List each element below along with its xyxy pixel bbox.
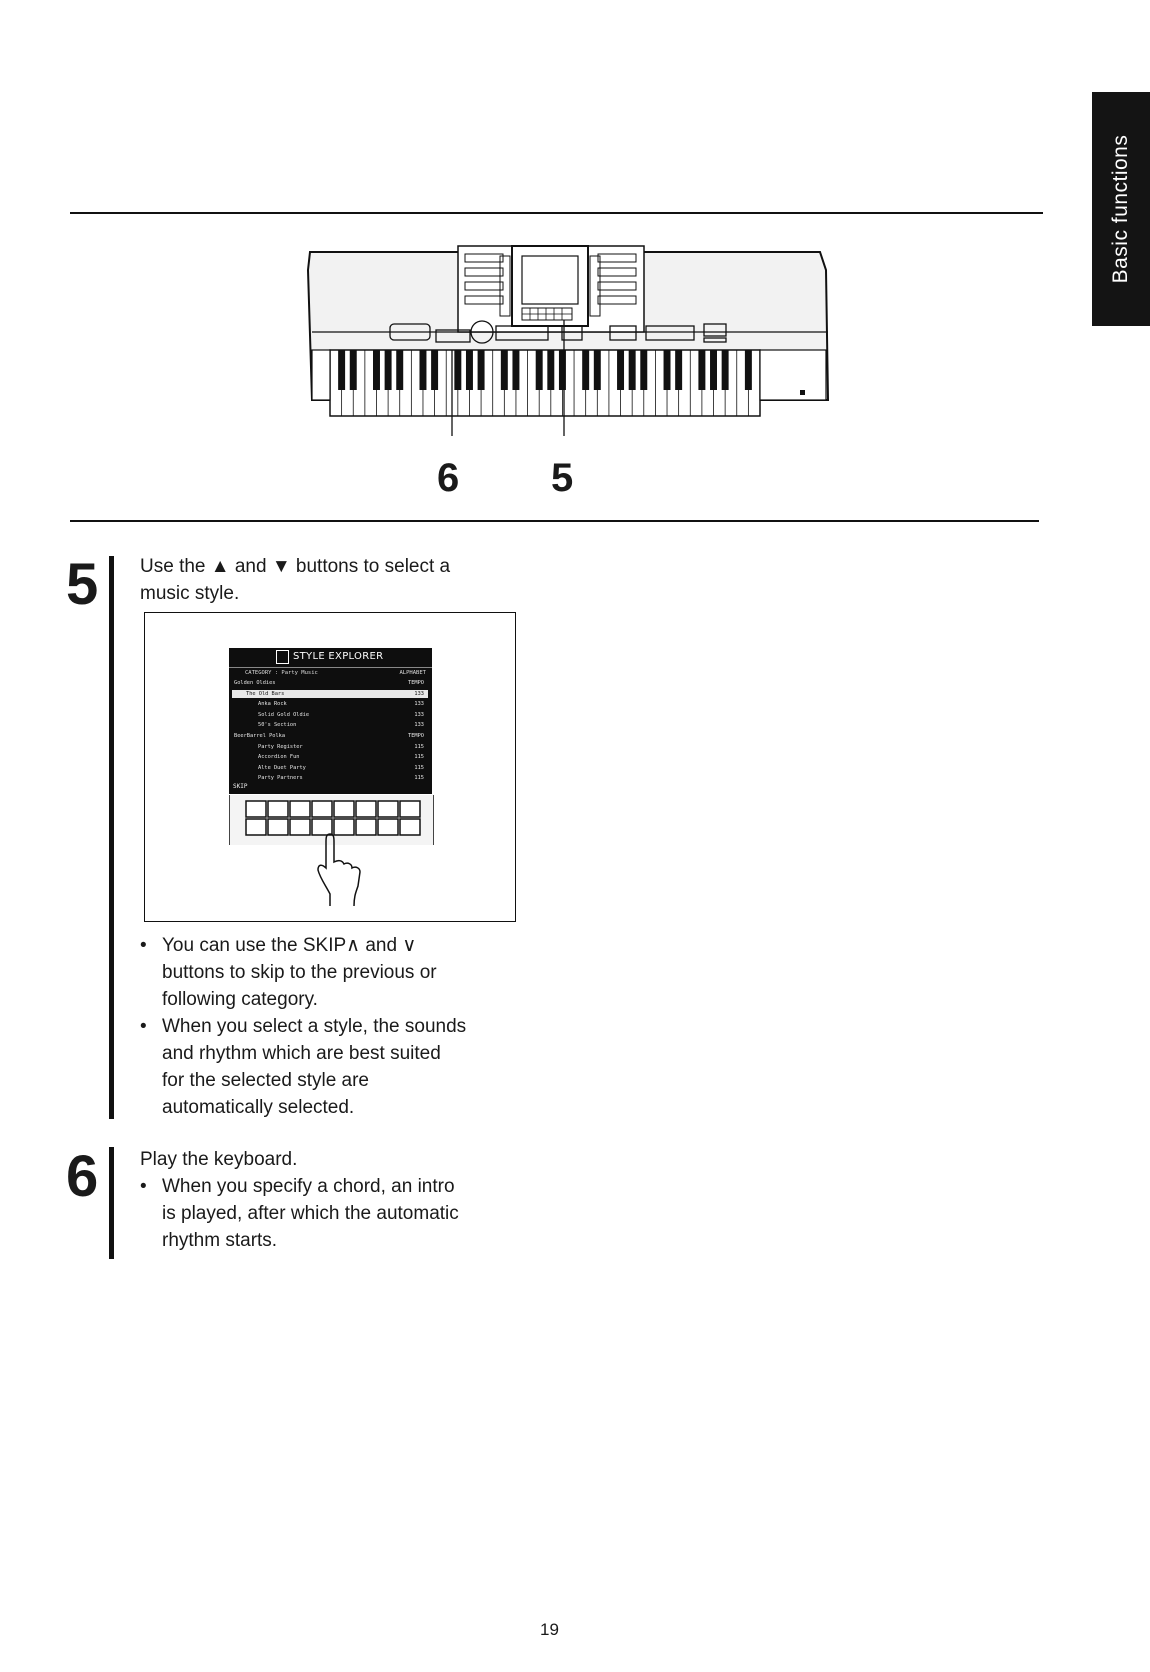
black-key <box>710 350 717 390</box>
black-key <box>593 350 601 390</box>
bullet-line: and rhythm which are best suited <box>162 1043 441 1064</box>
style-name: Party Partners <box>258 775 303 782</box>
style-list-row[interactable]: 50's Section 133 <box>232 721 428 729</box>
step-5-number: 5 <box>66 552 99 617</box>
black-key <box>512 350 520 390</box>
black-key <box>675 350 683 390</box>
step-5-bar <box>109 556 114 1119</box>
black-key <box>349 350 357 390</box>
section-tab: Basic functions <box>1092 92 1150 326</box>
black-key <box>721 350 729 390</box>
black-key <box>419 350 427 390</box>
bullet-dot: • <box>140 1016 147 1037</box>
step-5-text-line2: music style. <box>140 583 240 604</box>
black-key <box>465 350 473 390</box>
style-list-row[interactable]: Golden Oldies TEMPO <box>232 679 428 687</box>
style-name: The Old Bars <box>246 690 285 697</box>
black-key <box>535 350 543 390</box>
style-tempo: 115 <box>414 743 424 750</box>
black-key <box>628 350 636 390</box>
black-key <box>338 350 346 390</box>
style-tempo: 133 <box>414 722 424 729</box>
step-6-number: 6 <box>66 1144 99 1209</box>
style-tempo: 115 <box>414 775 424 782</box>
screen-mode: ALPHABET <box>399 670 427 676</box>
black-key <box>384 350 392 390</box>
bullet-dot: • <box>140 935 147 956</box>
black-key <box>396 350 404 390</box>
black-key <box>477 350 485 390</box>
bullet-line: rhythm starts. <box>162 1230 278 1251</box>
style-list-row[interactable]: The Old Bars 133 <box>232 689 428 698</box>
screen-skip-label: SKIP <box>233 783 248 790</box>
style-name: Alte Duet Party <box>258 764 306 771</box>
style-tempo: TEMPO <box>408 680 424 686</box>
style-tempo: 133 <box>414 690 424 697</box>
style-list-row[interactable]: Party Register 115 <box>232 743 428 751</box>
style-tempo: 115 <box>414 754 424 761</box>
middle-rule <box>70 520 1039 522</box>
style-list-row[interactable]: Accordion Fun 115 <box>232 753 428 761</box>
style-tempo: TEMPO <box>408 733 424 739</box>
style-explorer-figure <box>144 612 516 922</box>
callout-6: 6 <box>437 456 460 500</box>
screen-header: STYLE EXPLORER <box>229 648 432 668</box>
top-rule <box>70 212 1043 214</box>
screen-category: CATEGORY : Party Music <box>245 670 318 676</box>
button-panel <box>229 795 434 845</box>
bullet-line: You can use the SKIP∧ and ∨ <box>162 935 417 956</box>
black-key <box>454 350 462 390</box>
bullet-line: When you select a style, the sounds <box>162 1016 467 1037</box>
style-tempo: 115 <box>414 764 424 771</box>
bullet-line: for the selected style are <box>162 1070 369 1091</box>
step-6-text-line1: Play the keyboard. <box>140 1149 298 1170</box>
black-key <box>431 350 439 390</box>
bullet-line: following category. <box>162 989 318 1010</box>
black-key <box>500 350 508 390</box>
black-key <box>582 350 590 390</box>
bullet-line: is played, after which the automatic <box>162 1203 459 1224</box>
section-tab-label: Basic functions <box>1109 134 1132 284</box>
style-name: Solid Gold Oldie <box>258 711 310 718</box>
black-key <box>698 350 706 390</box>
style-list-row[interactable]: BeerBarrel Polka TEMPO <box>232 732 428 740</box>
screen-title: STYLE EXPLORER <box>293 651 384 662</box>
style-list-row[interactable]: Alte Duet Party 115 <box>232 764 428 772</box>
black-key <box>640 350 648 390</box>
black-key <box>617 350 625 390</box>
bullet-line: buttons to skip to the previous or <box>162 962 437 983</box>
style-name: Anka Rock <box>258 701 287 708</box>
style-name: Accordion Fun <box>258 754 300 761</box>
style-name: 50's Section <box>258 722 297 729</box>
black-key <box>663 350 671 390</box>
bullet-dot: • <box>140 1176 147 1197</box>
black-key <box>547 350 555 390</box>
black-key <box>558 350 566 390</box>
style-tempo: 133 <box>414 701 424 708</box>
bullet-line: automatically selected. <box>162 1097 355 1118</box>
callout-5: 5 <box>551 456 574 500</box>
style-name: Party Register <box>258 743 303 750</box>
step-5-text-line1: Use the ▲ and ▼ buttons to select a <box>140 556 451 577</box>
style-icon <box>276 650 289 664</box>
style-name: Golden Oldies <box>234 680 276 686</box>
step-6-bar <box>109 1147 114 1259</box>
black-key <box>373 350 380 390</box>
style-explorer-screen: STYLE EXPLORER CATEGORY : Party Music AL… <box>229 648 432 794</box>
keyboard-illustration: O <box>300 240 840 460</box>
style-tempo: 133 <box>414 711 424 718</box>
style-list-row[interactable]: Anka Rock 133 <box>232 700 428 708</box>
page-number: 19 <box>540 1620 559 1639</box>
bullet-line: When you specify a chord, an intro <box>162 1176 455 1197</box>
style-name: BeerBarrel Polka <box>234 733 286 739</box>
style-list-row[interactable]: Solid Gold Oldie 133 <box>232 711 428 719</box>
black-key <box>744 350 752 390</box>
style-list-row[interactable]: Party Partners 115 <box>232 774 428 782</box>
pointing-hand-icon <box>317 833 361 907</box>
